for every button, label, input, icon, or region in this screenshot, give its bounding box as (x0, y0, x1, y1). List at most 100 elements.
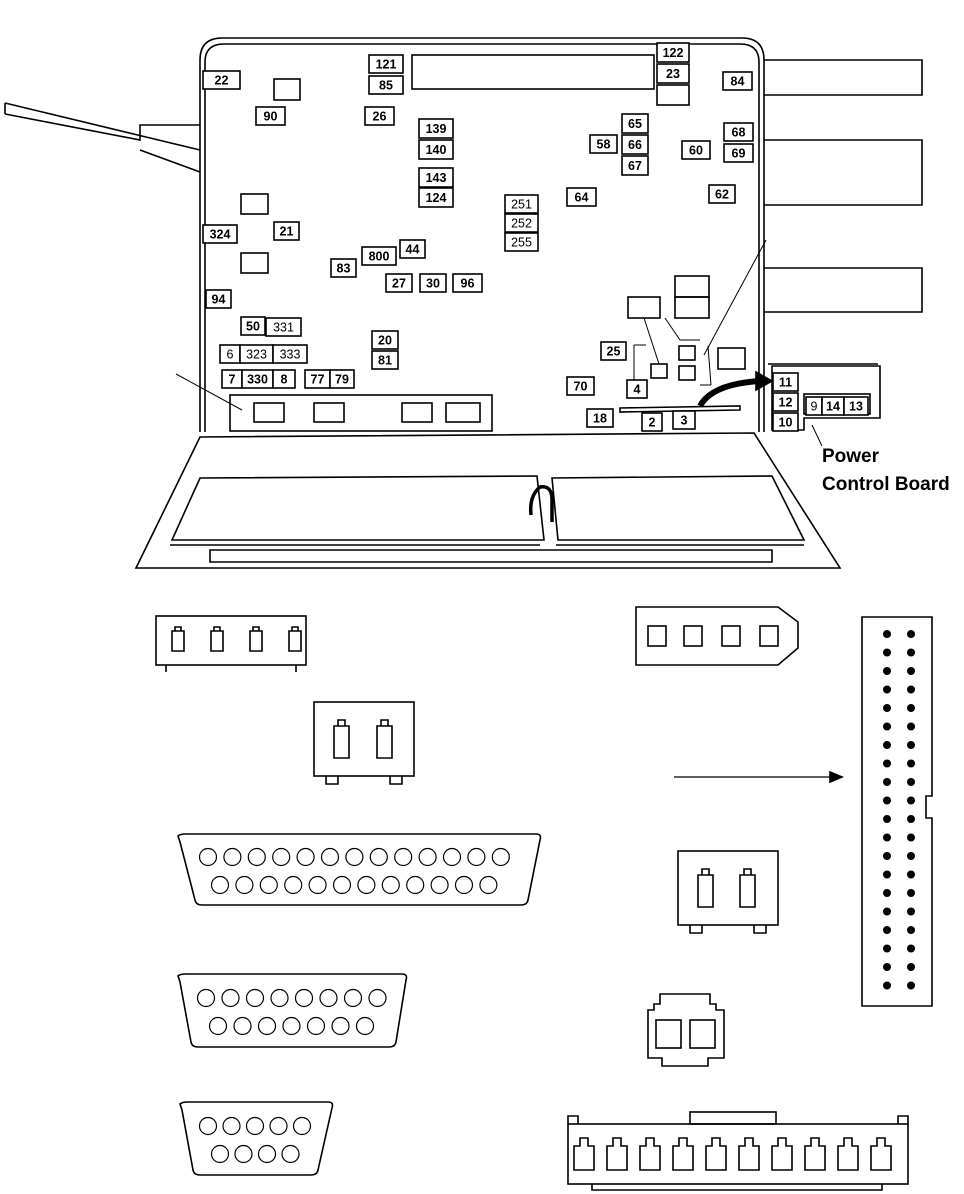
label-30: 30 (426, 277, 440, 291)
label-box-65 (621, 113, 649, 134)
connector-db9 (179, 1101, 334, 1176)
header-pin (883, 926, 891, 934)
label-65: 65 (628, 117, 642, 131)
header-pin (883, 685, 891, 694)
pin-hole (331, 1016, 350, 1036)
caption-line-2: Control Board (822, 474, 950, 495)
pin-hole (259, 875, 278, 895)
pin-hole (369, 847, 388, 867)
label-box-66 (621, 134, 649, 155)
label-252: 252 (511, 217, 532, 231)
label-box-30 (419, 273, 447, 293)
label-69: 69 (732, 147, 746, 161)
header-pin (883, 815, 891, 823)
connector-db25 (177, 833, 542, 906)
label-box-70 (566, 376, 595, 396)
header-pin (907, 778, 915, 786)
drive-rails (764, 59, 923, 313)
rear-connector-panel (229, 394, 493, 432)
pin-hole (296, 847, 315, 867)
pin-hole (394, 847, 413, 867)
pin-hole (245, 1116, 265, 1136)
pin-hole (208, 1016, 228, 1036)
label-box-3 (672, 410, 696, 430)
header-pin (883, 759, 891, 768)
label-255: 255 (511, 236, 532, 250)
label-14: 14 (826, 400, 840, 414)
label-3: 3 (681, 414, 688, 428)
pin-hole (210, 875, 230, 895)
ribbon-cable (619, 405, 741, 413)
label-box-252 (504, 213, 539, 233)
pin-hole (355, 1016, 375, 1036)
header-pin (883, 963, 891, 971)
connector-2pin-b (677, 850, 779, 934)
label-box-68 (723, 122, 754, 142)
db25-pins (198, 847, 510, 895)
label-box-79 (329, 369, 355, 389)
label-50: 50 (246, 320, 260, 334)
header-pin (907, 870, 915, 879)
connector-10pin (567, 1111, 909, 1191)
label-85: 85 (379, 79, 393, 93)
empty-jumper-4 (240, 252, 269, 274)
label-box-23 (656, 63, 690, 84)
header-pin (883, 630, 891, 638)
pin-hole (233, 1016, 252, 1036)
pin-hole (491, 847, 510, 867)
header-pin (883, 852, 891, 860)
pin-hole (320, 847, 340, 867)
caption-line-1: Power (822, 446, 880, 467)
empty-jumper-1 (656, 84, 690, 106)
header-pin (907, 796, 915, 805)
header-pin (883, 833, 891, 842)
header-pin (883, 778, 891, 786)
label-9: 9 (811, 400, 818, 414)
pin-hole (418, 847, 437, 867)
label-64: 64 (575, 191, 589, 205)
empty-jumper-8 (717, 347, 746, 370)
label-7: 7 (229, 373, 236, 387)
header-pin (907, 815, 915, 823)
empty-jumper-2 (273, 78, 301, 101)
pin-hole (257, 1144, 277, 1164)
pin-hole (270, 988, 289, 1008)
header-pin (907, 852, 915, 860)
header-pins (883, 630, 915, 990)
pin-hole (223, 847, 242, 867)
label-box-333 (272, 344, 308, 364)
header-pin (907, 685, 915, 694)
label-box-84 (722, 71, 753, 91)
power-control-board (768, 363, 881, 447)
label-box-25 (600, 341, 627, 361)
header-pin (907, 889, 915, 897)
pin-hole (284, 875, 303, 895)
pin-hole (196, 988, 216, 1008)
header-pin (907, 833, 915, 842)
label-90: 90 (264, 110, 278, 124)
pin-hole (306, 1016, 326, 1036)
empty-jumper-9 (650, 363, 668, 379)
label-333: 333 (280, 348, 301, 362)
pin-hole (308, 875, 327, 895)
header-pin (907, 981, 915, 990)
header-pin (883, 796, 891, 805)
label-box-27 (385, 273, 413, 293)
pin-hole (281, 1144, 300, 1164)
label-box-96 (452, 273, 483, 293)
label-62: 62 (715, 188, 729, 202)
pin-hole (294, 988, 314, 1008)
label-box-121 (368, 54, 404, 74)
label-143: 143 (426, 171, 447, 185)
connector-40pin-header (861, 616, 933, 1007)
empty-jumper-5 (674, 275, 710, 298)
header-pin (883, 981, 891, 990)
pin-hole (368, 988, 387, 1008)
pin-hole (245, 988, 265, 1008)
pin-hole (345, 847, 364, 867)
label-box-50 (240, 316, 266, 336)
empty-jumper-11 (678, 365, 696, 381)
label-800: 800 (369, 250, 390, 264)
label-94: 94 (212, 293, 226, 307)
